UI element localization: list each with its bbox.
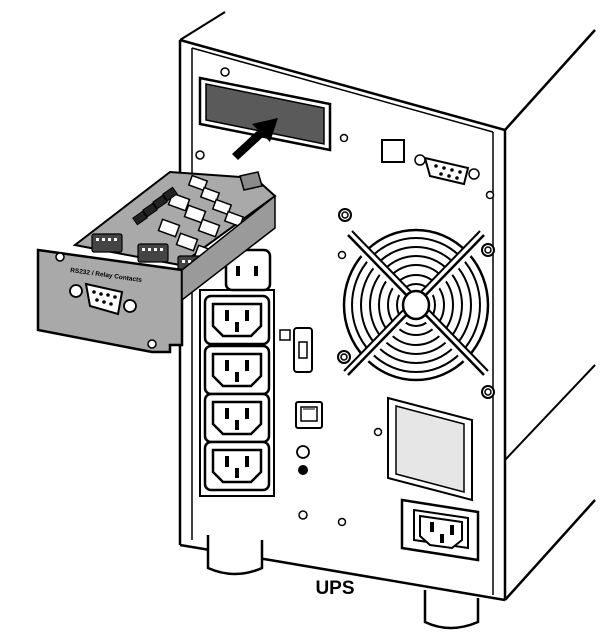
cooling-fan	[337, 208, 495, 399]
ups-indicator-square	[381, 139, 405, 163]
card-serial-port-icon	[69, 282, 137, 316]
option-card-slot	[198, 76, 332, 152]
insertion-arrow-icon	[232, 118, 278, 160]
ups-breaker-switch	[279, 327, 313, 373]
rs232-relay-option-card: RS232 / Relay Contacts	[36, 170, 277, 354]
ups-feet	[206, 535, 480, 630]
ups-serial-port-icon	[414, 154, 480, 186]
output-outlets	[199, 248, 275, 497]
ic-chips	[132, 186, 178, 226]
ac-input-socket	[400, 498, 480, 562]
figure-caption: UPS	[315, 578, 355, 599]
ups-phone-jack-icon	[295, 401, 323, 429]
rating-label-area	[387, 396, 473, 502]
mounting-holes	[195, 67, 495, 527]
ups-small-port-icon	[296, 445, 310, 475]
